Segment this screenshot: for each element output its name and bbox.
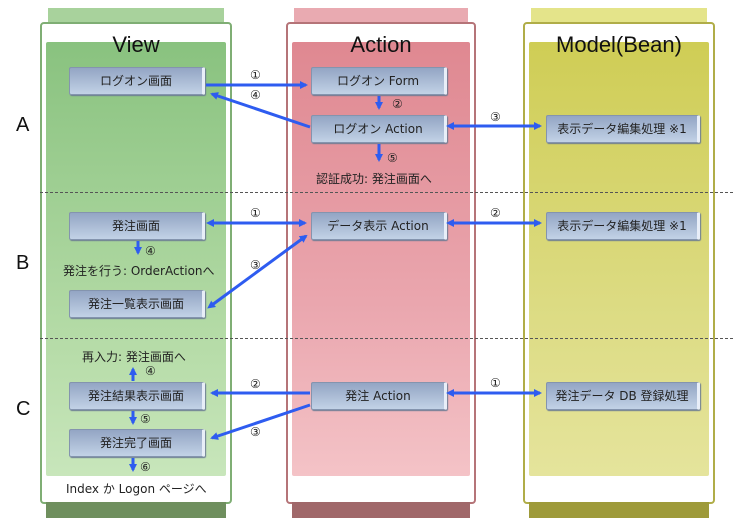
column-bottom-bevel — [529, 502, 709, 518]
arrow-c3 — [210, 403, 311, 440]
row-label-c: C — [16, 398, 31, 420]
step-a2: ② — [392, 97, 403, 111]
step-a1: ① — [250, 68, 261, 82]
step-c3: ③ — [250, 425, 261, 439]
model-column: Model(Bean) — [523, 8, 715, 518]
step-c2: ② — [250, 377, 261, 391]
order-complete-screen-box: 発注完了画面 — [69, 429, 205, 457]
step-b3: ③ — [250, 258, 261, 272]
step-b1: ① — [250, 206, 261, 220]
logon-action-box: ログオン Action — [311, 115, 447, 143]
section-divider-bc — [40, 338, 733, 339]
step-b2: ② — [490, 206, 501, 220]
step-b4: ④ — [145, 244, 156, 258]
column-bottom-bevel — [292, 502, 470, 518]
index-logon-note: Index か Logon ページへ — [66, 482, 207, 496]
row-label-a: A — [16, 114, 30, 136]
order-action-box: 発注 Action — [311, 382, 447, 410]
order-screen-box: 発注画面 — [69, 212, 205, 240]
step-c1: ① — [490, 376, 501, 390]
auth-success-note: 認証成功: 発注画面へ — [316, 172, 432, 186]
order-result-screen-box: 発注結果表示画面 — [69, 382, 205, 410]
model-column-title: Model(Bean) — [556, 32, 682, 57]
order-db-register-box: 発注データ DB 登録処理 — [546, 382, 700, 410]
data-display-action-box: データ表示 Action — [311, 212, 447, 240]
step-a5: ⑤ — [387, 151, 398, 165]
action-column-title: Action — [350, 32, 412, 57]
order-list-screen-box: 発注一覧表示画面 — [69, 290, 205, 318]
row-label-b: B — [16, 252, 30, 274]
display-data-edit-box-a: 表示データ編集処理 ※1 — [546, 115, 700, 143]
column-body — [523, 22, 715, 504]
place-order-note: 発注を行う: OrderActionへ — [63, 264, 215, 278]
logon-screen-box: ログオン画面 — [69, 67, 205, 95]
step-c6: ⑥ — [140, 460, 151, 474]
view-column-title: View — [112, 32, 160, 57]
step-a4: ④ — [250, 88, 261, 102]
step-c5: ⑤ — [140, 412, 151, 426]
display-data-edit-box-b: 表示データ編集処理 ※1 — [546, 212, 700, 240]
step-a3: ③ — [490, 110, 501, 124]
arrow-a4 — [210, 92, 311, 129]
reenter-note: 再入力: 発注画面へ — [82, 350, 186, 364]
section-divider-ab — [40, 192, 733, 193]
step-c4: ④ — [145, 364, 156, 378]
arrow-b3 — [207, 234, 308, 309]
column-bottom-bevel — [46, 502, 226, 518]
logon-form-box: ログオン Form — [311, 67, 447, 95]
